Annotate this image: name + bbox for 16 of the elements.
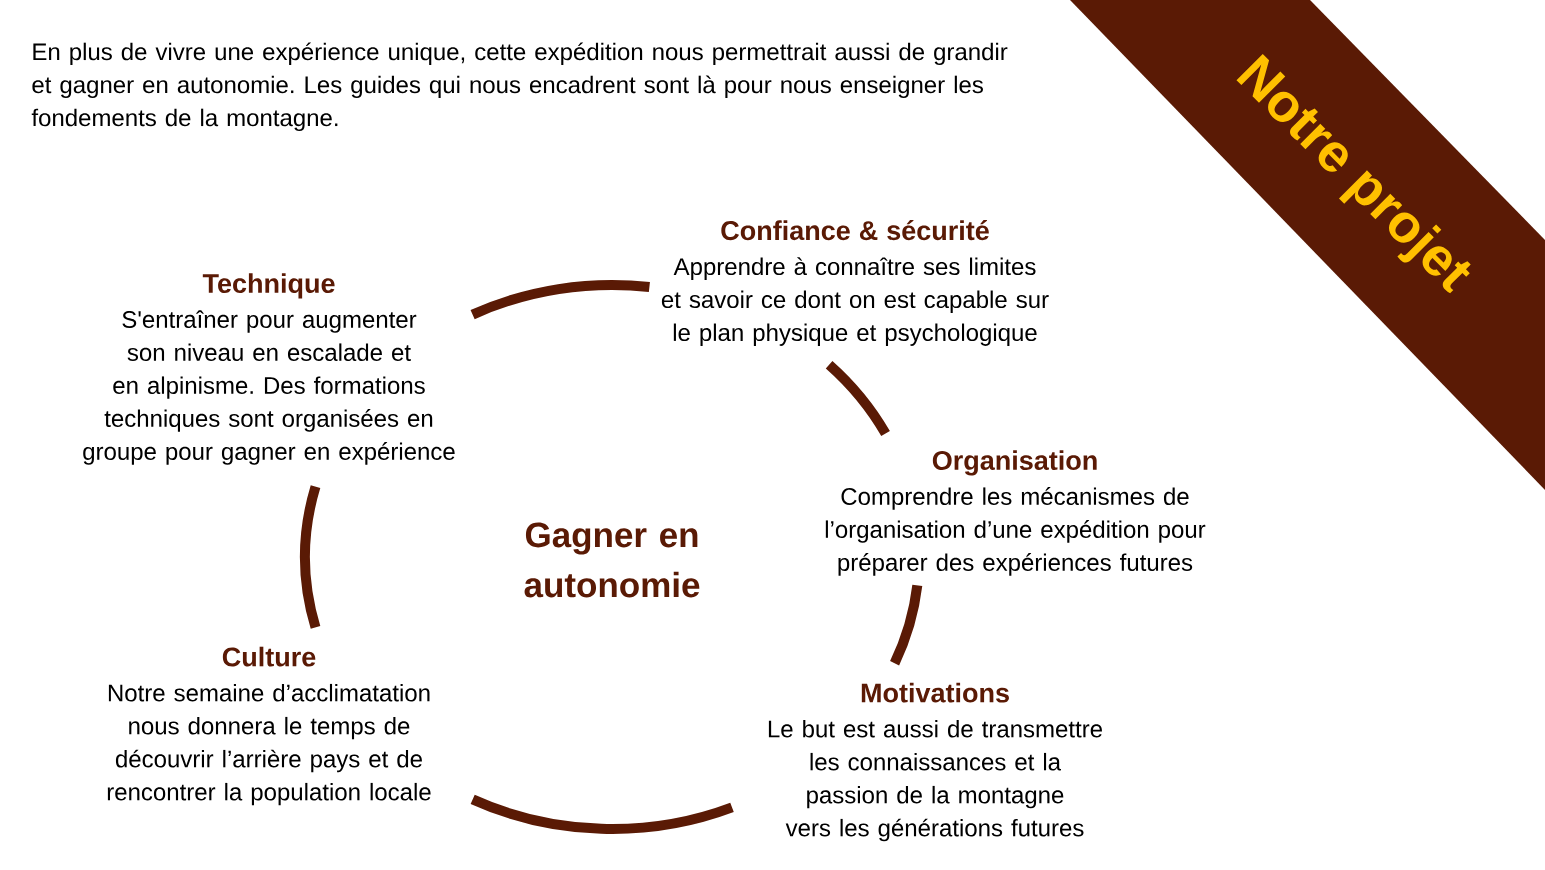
heading: Culture	[222, 646, 316, 667]
heading: Confiance & sécurité	[721, 220, 989, 241]
description: S'entraîner pour augmenter son niveau en escalade et en alpinisme. Des formations techniques sont organisées en groupe pour gagner en expérience	[83, 310, 455, 465]
description: Notre semaine d’acclimatation nous donnera le temps de découvrir l’arrière pays et de rencontrer la population locale	[107, 683, 431, 806]
intro-paragraph: En plus de vivre une expérience unique, cette expédition nous permettrait aussi de grandir et gagner en autonomie. Les guides qui nous encadrent sont là pour nous enseigner les fondements de la montagne.	[31, 42, 1008, 132]
heading: Motivations	[861, 682, 1009, 703]
description: Le but est aussi de transmettre les connaissances et la passion de la montagne vers les générations futures	[768, 719, 1102, 842]
connector-arc	[300, 485, 321, 629]
connector-arc	[825, 361, 890, 437]
description: Comprendre les mécanismes de l’organisation d’une expédition pour préparer des expériences futures	[825, 487, 1206, 576]
connector-arc	[890, 584, 923, 666]
heading: Technique	[202, 273, 335, 299]
description: Apprendre à connaître ses limites et savoir ce dont on est capable sur le plan physique et psychologique	[661, 257, 1049, 346]
connector-arc	[470, 280, 650, 320]
center-label: Gagner en autonomie	[524, 522, 700, 598]
connector-arc	[470, 794, 734, 834]
